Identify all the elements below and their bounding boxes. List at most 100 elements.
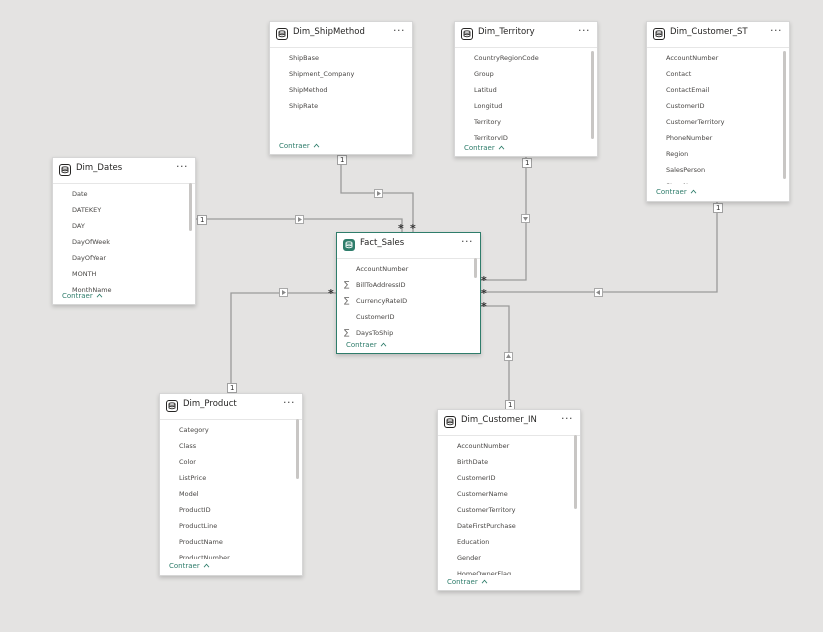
collapse-link[interactable]: Contraer [656,188,697,196]
field-category[interactable]: Category [179,426,209,434]
field-shipment-company[interactable]: Shipment_Company [289,70,355,78]
collapse-link[interactable]: Contraer [346,341,387,349]
field-currency-rate-id[interactable]: CurrencyRateID [356,297,408,305]
table-header[interactable]: Dim_Customer_IN··· [438,410,580,436]
chevron-up-icon [380,342,387,347]
field-model[interactable]: Model [179,490,199,498]
collapse-label: Contraer [464,144,495,152]
more-options-icon[interactable]: ··· [578,24,590,37]
field-list[interactable]: AccountNumber∑BillToAddressID∑CurrencyRa… [337,258,480,340]
table-header[interactable]: Dim_ShipMethod··· [270,22,412,48]
field-ship-rate[interactable]: ShipRate [289,102,319,110]
table-header[interactable]: Fact_Sales··· [337,233,480,259]
scrollbar[interactable] [189,183,192,231]
field-datekey[interactable]: DATEKEY [72,206,102,214]
field-class[interactable]: Class [179,442,197,450]
more-options-icon[interactable]: ··· [176,160,188,173]
field-group[interactable]: Group [474,70,494,78]
more-options-icon[interactable]: ··· [770,24,782,37]
field-ship-base[interactable]: ShipBase [289,54,320,62]
field-customer-id[interactable]: CustomerID [457,474,496,482]
field-color[interactable]: Color [179,458,196,466]
field-longitud[interactable]: Longitud [474,102,503,110]
field-list-price[interactable]: ListPrice [179,474,207,482]
field-customer-name[interactable]: CustomerName [457,490,508,498]
field-product-id[interactable]: ProductID [179,506,211,514]
field-account-number[interactable]: AccountNumber [457,442,510,450]
table-header[interactable]: Dim_Customer_ST··· [647,22,789,48]
field-ship-method[interactable]: ShipMethod [289,86,328,94]
collapse-link[interactable]: Contraer [279,142,320,150]
collapse-link[interactable]: Contraer [464,144,505,152]
field-country-region-code[interactable]: CountryRegionCode [474,54,539,62]
field-store-name[interactable]: StoreName [666,182,702,184]
field-latitud[interactable]: Latitud [474,86,497,94]
field-customer-territory[interactable]: CustomerTerritory [666,118,725,126]
field-product-name[interactable]: ProductName [179,538,223,546]
rel-customer-st-fact [480,202,718,293]
field-region[interactable]: Region [666,150,689,158]
more-options-icon[interactable]: ··· [561,412,573,425]
field-day[interactable]: DAY [72,222,85,230]
field-account-number[interactable]: AccountNumber [356,265,409,273]
scrollbar[interactable] [296,419,299,479]
field-month-name[interactable]: MonthName [72,286,112,292]
field-contact-email[interactable]: ContactEmail [666,86,710,94]
filter-direction-left-icon [594,288,603,297]
field-gender[interactable]: Gender [457,554,481,562]
field-territory[interactable]: Territory [474,118,501,126]
field-home-owner-flag[interactable]: HomeOwnerFlag [457,570,512,575]
table-header[interactable]: Dim_Dates··· [53,158,195,184]
field-customer-territory[interactable]: CustomerTerritory [457,506,516,514]
more-options-icon[interactable]: ··· [461,235,473,248]
field-date[interactable]: Date [72,190,88,198]
sigma-icon: ∑ [344,280,350,289]
table-title: Dim_Territory [478,27,535,37]
scrollbar[interactable] [574,435,577,509]
collapse-link[interactable]: Contraer [62,292,103,300]
collapse-link[interactable]: Contraer [447,578,488,586]
field-customer-id[interactable]: CustomerID [666,102,705,110]
collapse-link[interactable]: Contraer [169,562,210,570]
field-education[interactable]: Education [457,538,490,546]
field-sales-person[interactable]: SalesPerson [666,166,706,174]
rel-product-fact [230,292,336,392]
field-account-number[interactable]: AccountNumber [666,54,719,62]
more-options-icon[interactable]: ··· [393,24,405,37]
field-product-number[interactable]: ProductNumber [179,554,230,559]
field-territory-id[interactable]: TerritoryID [474,134,508,140]
field-contact[interactable]: Contact [666,70,692,78]
table-card-fact-sales[interactable]: Fact_Sales··· AccountNumber ∑ BillToAddress… [336,232,481,354]
field-month[interactable]: MONTH [72,270,97,278]
field-day-of-year[interactable]: DayOfYear [72,254,107,262]
more-options-icon[interactable]: ··· [283,396,295,409]
table-header[interactable]: Dim_Territory ··· [455,22,597,48]
field-birth-date[interactable]: BirthDate [457,458,489,466]
field-days-to-ship[interactable]: DaysToShip [356,329,394,337]
field-phone-number[interactable]: PhoneNumber [666,134,713,142]
table-icon [444,416,456,428]
field-bill-to-address-id[interactable]: BillToAddressID [356,281,406,289]
field-customer-id[interactable]: CustomerID [356,313,395,321]
scrollbar[interactable] [783,51,786,179]
scrollbar[interactable] [591,51,594,139]
field-product-line[interactable]: ProductLine [179,522,218,530]
field-day-of-week[interactable]: DayOfWeek [72,238,111,246]
scrollbar[interactable] [474,258,477,278]
field-date-first-purchase[interactable]: DateFirstPurchase [457,522,516,530]
table-header[interactable]: Dim_Product··· [160,394,302,420]
cardinality-many-customer-in: * [481,300,487,313]
